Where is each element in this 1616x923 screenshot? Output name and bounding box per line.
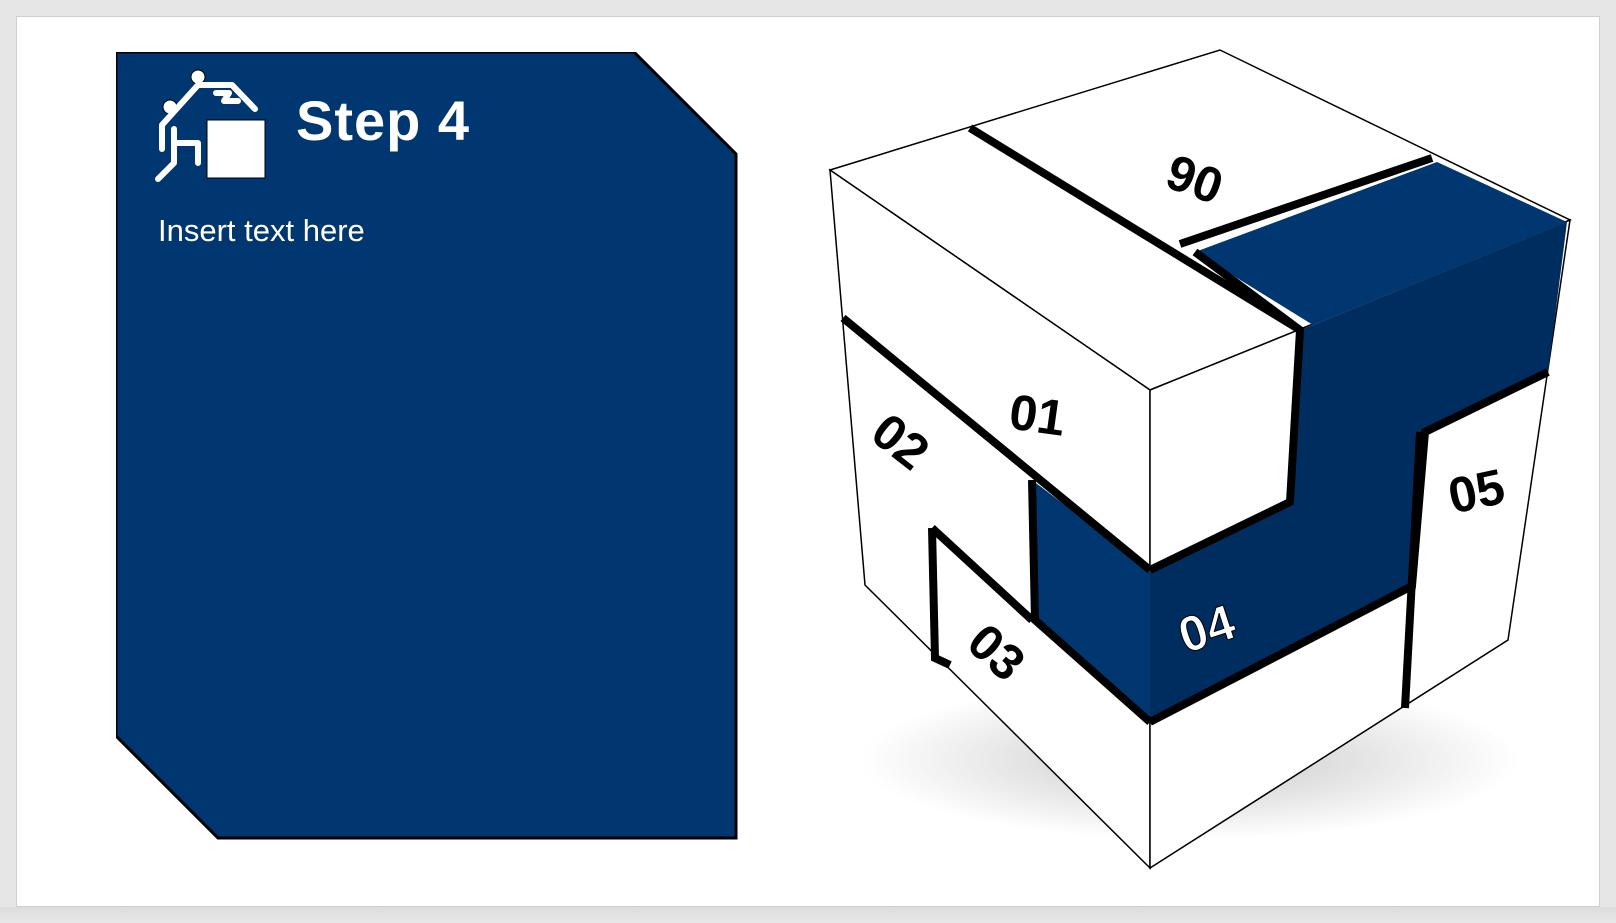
block-label-05: 05 <box>1443 458 1509 524</box>
block-04-border-c <box>1028 479 1153 725</box>
block-06-edge-front <box>1178 154 1434 248</box>
block-06-edge <box>967 124 1303 334</box>
block-05-edge <box>1401 431 1424 709</box>
block-03-edge <box>928 527 952 669</box>
block-01-02-edge <box>840 314 1153 574</box>
slide-bottom-edge <box>0 907 1616 923</box>
block-04-border-a <box>1148 248 1305 574</box>
block-04-front <box>1032 480 1150 722</box>
block-04-top <box>1195 162 1567 325</box>
block-label-01: 01 <box>1006 384 1069 447</box>
block-04-right <box>1150 222 1567 722</box>
block-03-edge-top <box>929 525 1035 623</box>
